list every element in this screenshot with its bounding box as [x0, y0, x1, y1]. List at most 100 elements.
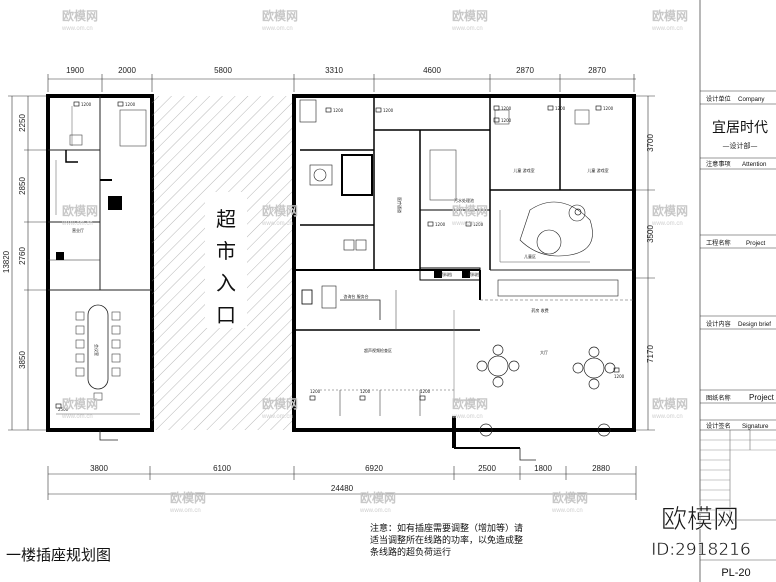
- bottom-dimension-line: [47, 466, 637, 500]
- room-label-archive-2: 资料档: [468, 271, 480, 277]
- tb-attention-en: Attention: [742, 161, 767, 168]
- lounge-tables: [476, 208, 616, 437]
- watermark-brand: 欧模网: [262, 8, 298, 23]
- socket-10: 1200: [73, 101, 92, 107]
- tb-sign-label: 设计签名: [706, 422, 731, 430]
- tb-project-label: 工程名称: [706, 239, 731, 247]
- top-dimension-labels: 1900 2000 5800 3310 4600 2870 2870: [66, 66, 606, 75]
- socket-label: 1200: [555, 106, 566, 111]
- note-line-3: 条线路的超负荷运行: [370, 546, 451, 558]
- drawing-note: 注意：如有插座需要调整（增加等）请 适当调整所在线路的功率，以免造成整 条线路的…: [370, 522, 523, 558]
- room-label-kids-room-2: 儿童 游戏室: [587, 167, 608, 173]
- watermark-url: www.om.cn: [551, 508, 583, 514]
- watermark-big-brand: 欧模网: [661, 505, 739, 535]
- right-building-walls: [292, 94, 636, 461]
- socket-5: 1200: [547, 105, 566, 111]
- dim-top-7: 2870: [588, 66, 606, 75]
- socket-11: 1200: [117, 101, 136, 107]
- socket-label: 1200: [501, 118, 512, 123]
- dim-bottom-2: 6100: [213, 464, 231, 473]
- top-dimension-line: [47, 74, 636, 92]
- watermark-brand: 欧模网: [452, 396, 488, 411]
- dim-bottom-1: 3800: [90, 464, 108, 473]
- conference-table: [75, 304, 121, 401]
- dim-bottom-5: 1800: [534, 464, 552, 473]
- watermark-9: 欧模网 www.om.cn: [61, 396, 98, 420]
- socket-label: 1200: [125, 102, 136, 107]
- socket-12: 1200: [309, 389, 321, 401]
- watermark-brand: 欧模网: [262, 203, 298, 218]
- socket-label: 1200: [603, 106, 614, 111]
- watermark-brand: 欧模网: [262, 396, 298, 411]
- watermark-10: 欧模网 www.om.cn: [261, 396, 298, 420]
- room-label-kids-area: 儿童区: [524, 253, 536, 259]
- dim-bottom-4: 2500: [478, 464, 496, 473]
- socket-9: 1200: [613, 367, 625, 379]
- watermark-brand: 欧模网: [62, 203, 98, 218]
- socket-1: 1200: [325, 107, 344, 113]
- watermark-url: www.om.cn: [651, 414, 683, 420]
- room-label-business-hall: 营业厅: [72, 227, 84, 233]
- dim-right-2: 3500: [646, 225, 655, 243]
- tb-drawing-label: 图纸名称: [706, 394, 731, 402]
- watermark-brand: 欧模网: [62, 396, 98, 411]
- tb-company-label: 设计单位: [706, 95, 731, 103]
- tb-brief-label: 设计内容: [706, 320, 731, 328]
- socket-label: 1200: [383, 108, 394, 113]
- watermark-11: 欧模网 www.om.cn: [451, 396, 488, 420]
- watermark-url: www.om.cn: [451, 221, 483, 227]
- dim-bottom-6: 2880: [592, 464, 610, 473]
- right-dimension-line: [636, 95, 655, 431]
- title-block: [699, 0, 776, 582]
- entrance-label: 超 市 入 口: [216, 207, 236, 327]
- socket-markers: 1200 1200 1200 1200 1200 1200 1200 1200 …: [73, 101, 625, 401]
- watermark-url: www.om.cn: [61, 414, 93, 420]
- watermark-url: www.om.cn: [651, 26, 683, 32]
- watermarks: 欧模网 www.om.cn 欧模网 www.om.cn 欧模网 www.om.cn 欧…: [61, 8, 688, 514]
- socket-4: 1200: [493, 117, 512, 123]
- watermark-url: www.om.cn: [451, 414, 483, 420]
- bottom-dimension-labels: 3800 6100 6920 2500 1800 2880 24480: [90, 464, 610, 493]
- tb-company-en: Company: [738, 96, 765, 103]
- watermark-brand: 欧模网: [452, 203, 488, 218]
- watermark-7: 欧模网 www.om.cn: [451, 203, 488, 227]
- dim-top-6: 2870: [516, 66, 534, 75]
- dim-top-1: 1900: [66, 66, 84, 75]
- dim-left-4: 3850: [18, 351, 27, 369]
- dim-top-5: 4600: [423, 66, 441, 75]
- tb-sign-en: Signature: [742, 423, 769, 430]
- watermark-url: www.om.cn: [261, 414, 293, 420]
- dim-left-total: 13820: [2, 250, 11, 273]
- socket-label: 1200: [420, 389, 431, 394]
- dim-top-2: 2000: [118, 66, 136, 75]
- watermark-url: www.om.cn: [61, 26, 93, 32]
- room-labels: 超声视频检查区 大厅 资料档 资料档 儿童区 医疗通道 污水处理池 咨询台 服务…: [72, 167, 609, 355]
- watermark-brand: 欧模网: [452, 8, 488, 23]
- tb-drawing-en: Project: [749, 393, 775, 402]
- room-label-medical-corridor: 医疗通道: [397, 197, 403, 213]
- socket-label-2500: 2500: [58, 407, 69, 412]
- room-label-sewage: 污水处理池: [454, 197, 474, 203]
- dim-top-3: 5800: [214, 66, 232, 75]
- watermark-brand: 欧模网: [652, 203, 688, 218]
- tb-brief-en: Design brief: [738, 321, 771, 328]
- socket-2: 1200: [375, 107, 394, 113]
- dim-left-3: 2760: [18, 247, 27, 265]
- socket-label: 1200: [614, 374, 625, 379]
- dim-bottom-3: 6920: [365, 464, 383, 473]
- tb-company-name: 宜居时代: [712, 120, 768, 136]
- watermark-url: www.om.cn: [451, 26, 483, 32]
- watermark-url: www.om.cn: [359, 508, 391, 514]
- room-label-kids-room-1: 儿童 游戏室: [513, 167, 534, 173]
- socket-14: 1200: [419, 389, 431, 401]
- watermark-url: www.om.cn: [651, 221, 683, 227]
- socket-label: 1200: [501, 106, 512, 111]
- socket-label: 1200: [310, 389, 321, 394]
- watermark-brand: 欧模网: [652, 8, 688, 23]
